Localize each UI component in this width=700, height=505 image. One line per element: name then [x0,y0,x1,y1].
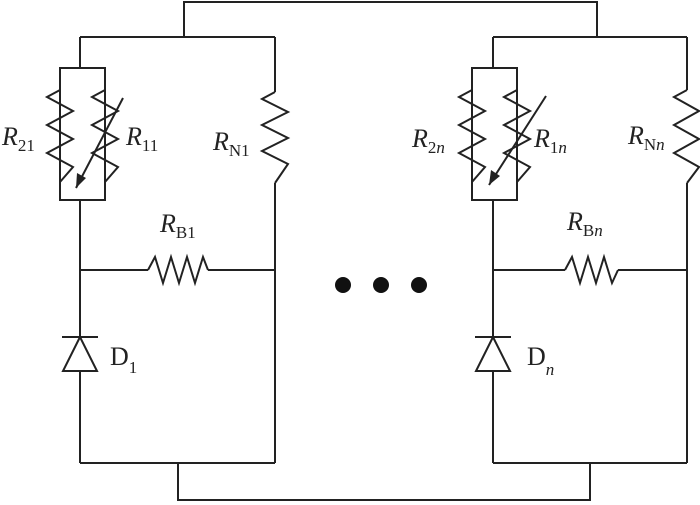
variable-arrow-left [75,97,124,189]
resistor-rn1 [259,91,291,184]
resistor-rnn [671,89,700,184]
top-connector-wire [183,1,598,37]
diode-d1 [61,334,99,372]
label-r2n: R2n [411,124,445,157]
label-r11: R11 [125,122,158,155]
label-rn1: RN1 [212,127,250,160]
right-parallel-box [471,67,518,201]
variable-arrowhead-right [489,170,500,185]
resistor-rb1 [147,253,209,287]
bottom-connector-wire [177,463,591,501]
label-rnn: RNn [627,121,665,154]
left-branch [44,36,291,464]
resistor-rbn [564,253,619,287]
label-d1: D1 [110,342,137,377]
label-rb1: RB1 [159,209,196,242]
resistor-r1n [501,89,533,183]
resistor-r21 [44,89,76,183]
diode-dn [474,334,512,372]
ellipsis-dots [335,277,427,293]
ellipsis-dot [373,277,389,293]
label-r1n: R1n [533,124,567,157]
label-rbn: RBn [566,207,603,240]
ellipsis-dot [411,277,427,293]
left-parallel-box [59,67,106,201]
resistor-r2n [456,89,488,183]
label-dn: Dn [527,342,554,379]
right-branch [456,36,700,464]
ellipsis-dot [335,277,351,293]
variable-arrow-right [488,95,547,186]
variable-arrowhead-left [76,173,86,188]
label-r21: R21 [1,122,35,155]
